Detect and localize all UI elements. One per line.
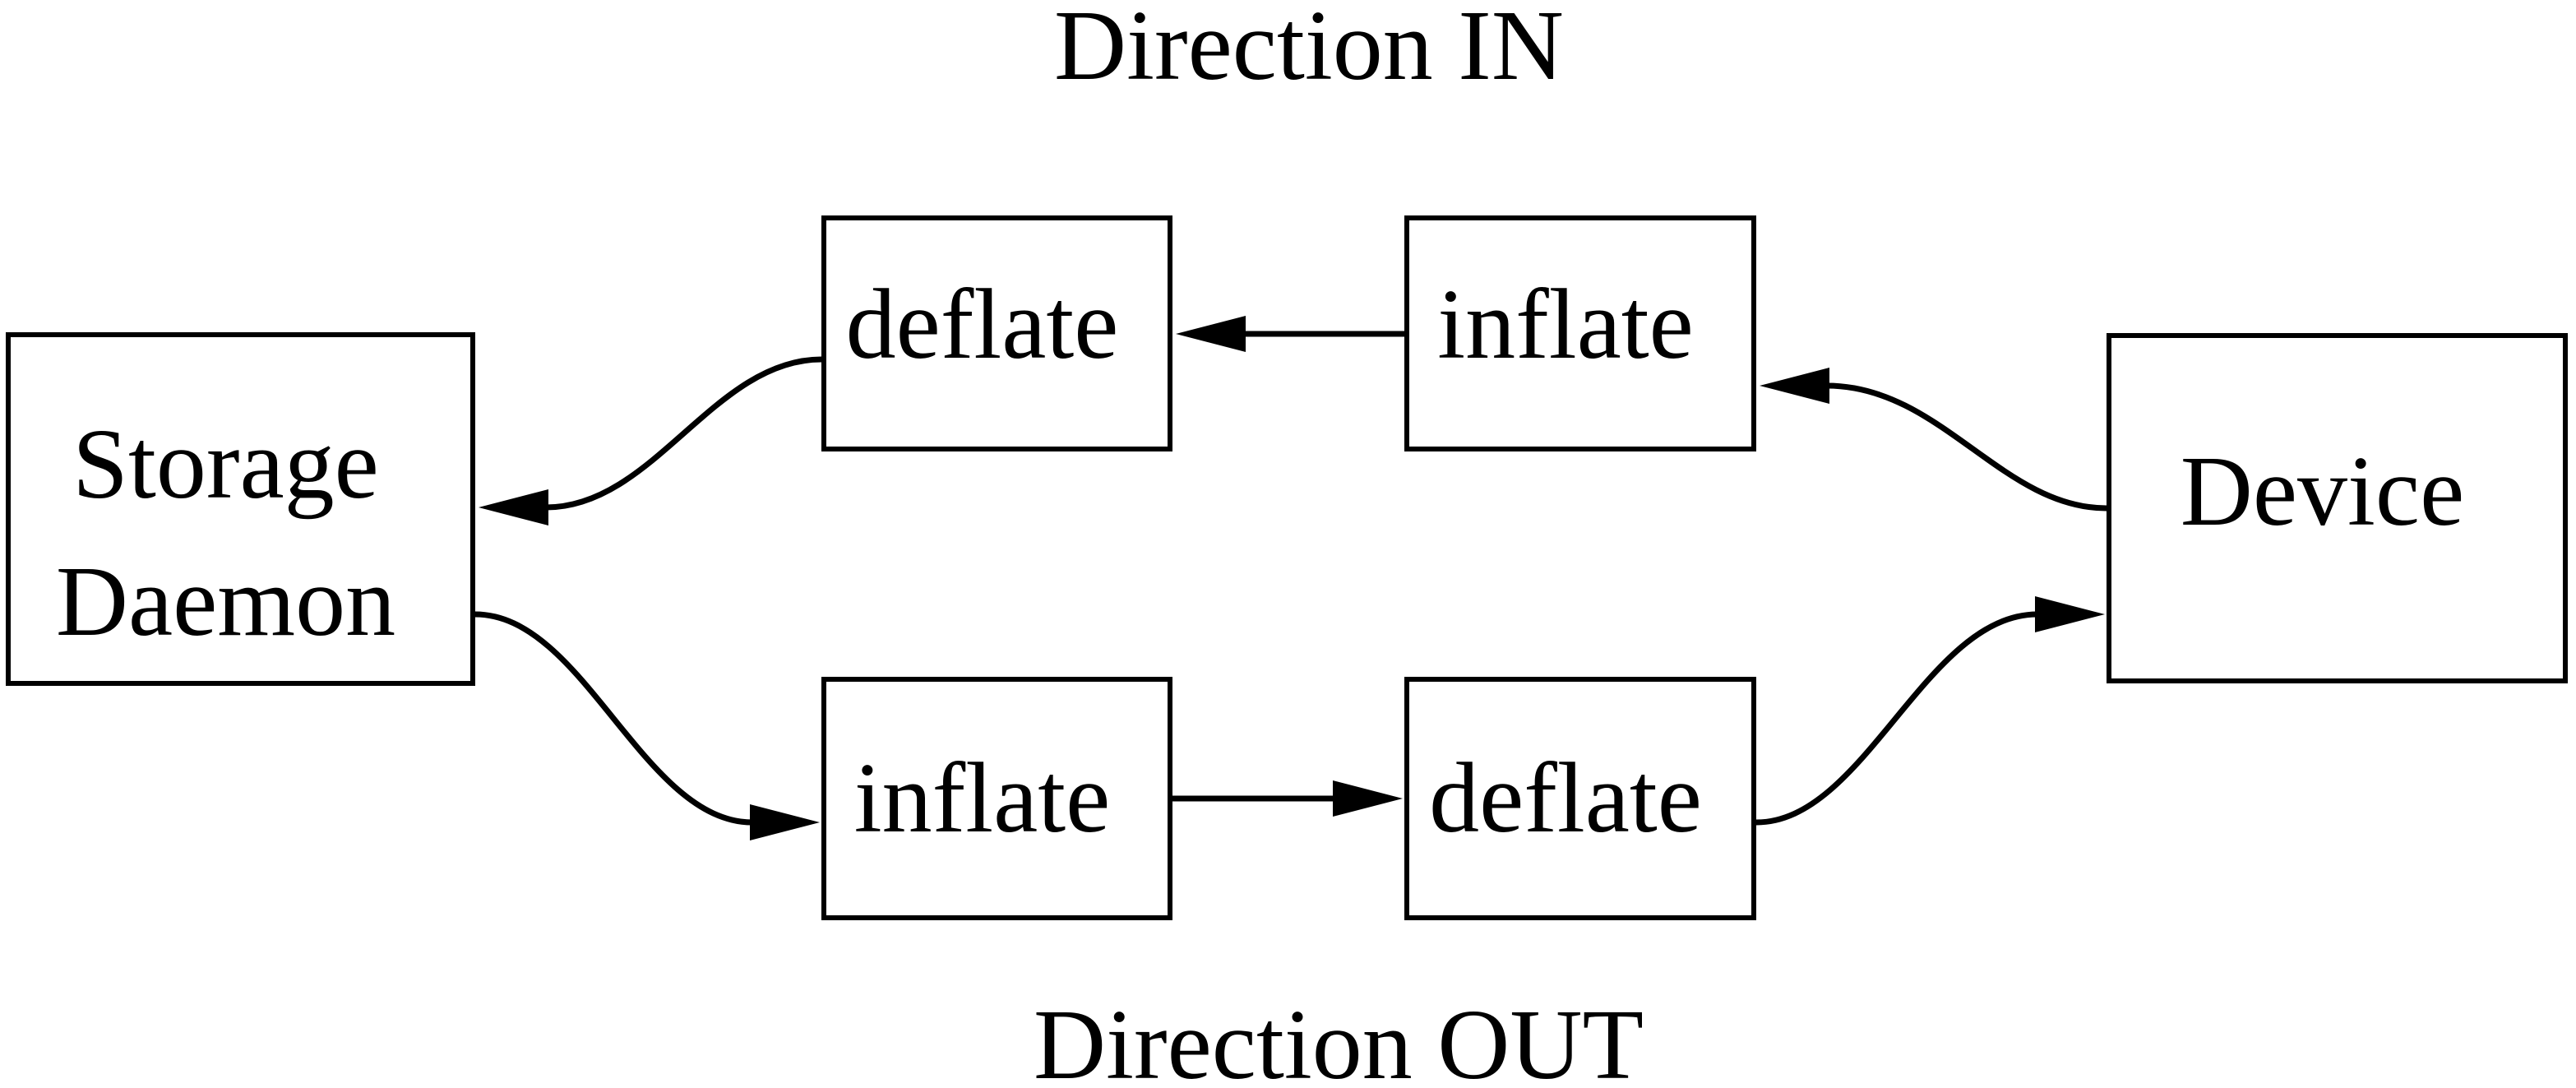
- arrowhead-device-to-inflate-in: [1760, 368, 1829, 404]
- inflate-in-label: inflate: [1437, 268, 1694, 380]
- inflate-out-label: inflate: [853, 743, 1111, 854]
- node-deflate-in: deflate: [821, 215, 1172, 451]
- title-direction-out: Direction OUT: [1034, 989, 1644, 1088]
- edge-device-to-inflate-in: [1826, 382, 2107, 512]
- arrowhead-inflate-in-to-deflate-in: [1176, 316, 1246, 352]
- node-inflate-out: inflate: [821, 677, 1172, 920]
- edge-deflate-in-to-storage-daemon: [545, 356, 822, 511]
- node-storage-daemon: Storage Daemon: [6, 332, 475, 686]
- device-label: Device: [2180, 436, 2465, 547]
- arrowhead-deflate-in-to-storage-daemon: [479, 489, 548, 525]
- arrowhead-inflate-out-to-deflate-out: [1333, 780, 1403, 817]
- arrowhead-storage-daemon-to-inflate-out: [750, 804, 820, 840]
- node-device: Device: [2107, 333, 2568, 683]
- storage-daemon-label-line1: Storage: [72, 409, 379, 520]
- deflate-in-label: deflate: [845, 268, 1119, 380]
- storage-daemon-label-line2: Daemon: [55, 546, 396, 657]
- title-direction-in: Direction IN: [1054, 0, 1564, 101]
- node-deflate-out: deflate: [1404, 677, 1756, 920]
- arrowhead-deflate-out-to-device: [2035, 596, 2105, 632]
- edge-storage-daemon-to-inflate-out: [474, 611, 753, 826]
- edge-deflate-out-to-device: [1755, 611, 2038, 826]
- storage-daemon-label: Storage Daemon: [56, 396, 395, 670]
- deflate-out-label: deflate: [1429, 743, 1702, 854]
- node-inflate-in: inflate: [1404, 215, 1756, 451]
